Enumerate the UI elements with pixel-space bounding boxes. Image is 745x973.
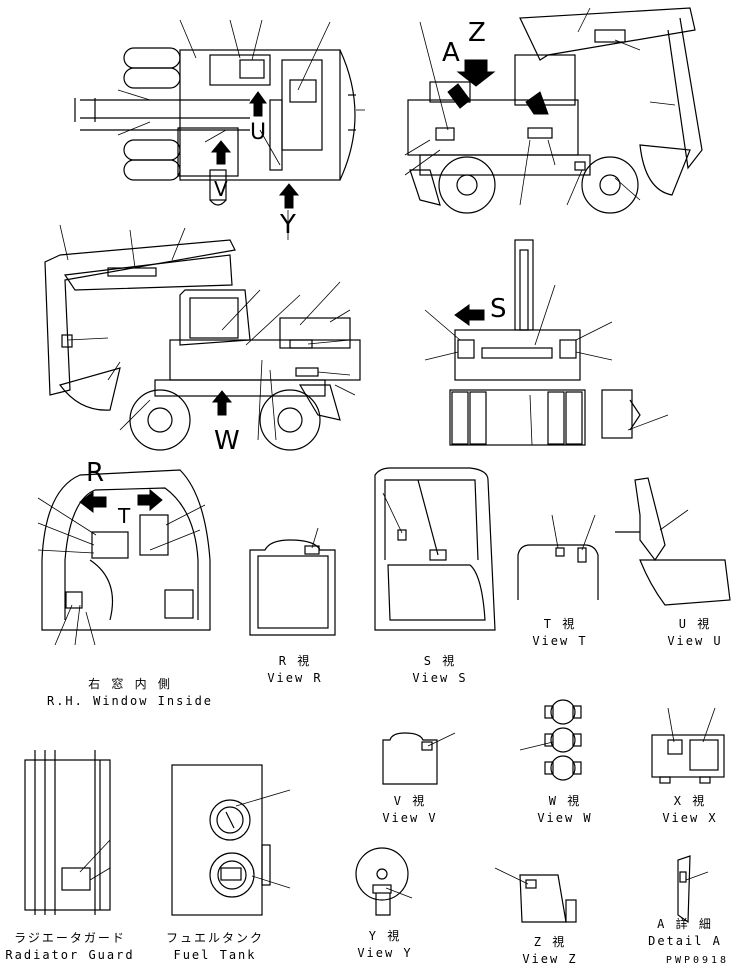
drawing-code: PWP0918 bbox=[665, 955, 730, 966]
caption-view-u-jp: U 視 bbox=[678, 617, 712, 631]
rh-window-inside-drawing bbox=[37, 469, 211, 646]
caption-view-w-en: View W bbox=[537, 811, 593, 825]
caption-view-z-en: View Z bbox=[522, 952, 578, 966]
arrow-label-t: T bbox=[118, 504, 131, 528]
caption-view-x-jp: X 視 bbox=[673, 794, 707, 808]
caption-fuel-tank-jp: フュエルタンク bbox=[165, 931, 264, 945]
caption-view-u-en: View U bbox=[667, 634, 723, 648]
caption-radiator-jp: ラジエータガード bbox=[14, 931, 126, 945]
view-x-drawing bbox=[651, 707, 725, 784]
arrow-label-y: Y bbox=[280, 210, 296, 240]
caption-view-v-jp: V 視 bbox=[393, 794, 427, 808]
arrow-label-z: Z bbox=[468, 18, 486, 48]
caption-detail-a-jp: A 詳 細 bbox=[657, 917, 713, 931]
view-u-drawing bbox=[615, 477, 731, 606]
caption-fuel-tank-en: Fuel Tank bbox=[173, 948, 257, 962]
caption-rh-window-jp: 右 窓 内 側 bbox=[88, 677, 172, 691]
side-view-right-machine bbox=[404, 7, 703, 214]
arrow-label-a: A bbox=[442, 38, 460, 68]
view-v-drawing bbox=[382, 732, 456, 785]
caption-view-y-en: View Y bbox=[357, 946, 413, 960]
caption-radiator-en: Radiator Guard bbox=[5, 948, 135, 962]
arrow-label-s: S bbox=[490, 294, 507, 324]
caption-view-t-jp: T 視 bbox=[543, 617, 577, 631]
top-view-machine bbox=[74, 19, 365, 240]
view-z-drawing bbox=[494, 867, 577, 923]
view-s-drawing bbox=[374, 467, 496, 631]
caption-view-s-jp: S 視 bbox=[423, 654, 457, 668]
caption-view-w-jp: W 視 bbox=[548, 794, 582, 808]
radiator-guard-drawing bbox=[24, 750, 111, 915]
detail-a-drawing bbox=[677, 855, 709, 924]
view-t-drawing bbox=[517, 514, 599, 600]
view-w-drawing bbox=[519, 699, 582, 781]
caption-view-r-jp: R 視 bbox=[278, 654, 312, 668]
caption-detail-a-en: Detail A bbox=[648, 934, 722, 948]
fuel-tank-drawing bbox=[171, 764, 291, 916]
caption-rh-window-en: R.H. Window Inside bbox=[46, 694, 214, 708]
side-view-left-machine bbox=[44, 224, 361, 451]
caption-view-x-en: View X bbox=[662, 811, 718, 825]
caption-view-v-en: View V bbox=[382, 811, 438, 825]
caption-view-z-jp: Z 視 bbox=[533, 935, 567, 949]
arrow-label-r: R bbox=[86, 458, 105, 488]
view-r-drawing bbox=[249, 527, 336, 636]
caption-view-t-en: View T bbox=[532, 634, 588, 648]
caption-view-y-jp: Y 視 bbox=[368, 929, 402, 943]
arrow-label-w: W bbox=[214, 426, 240, 456]
arrow-label-u: U bbox=[250, 120, 267, 145]
caption-view-r-en: View R bbox=[267, 671, 323, 685]
rear-view-machine bbox=[424, 239, 669, 446]
arrow-label-v: V bbox=[214, 177, 228, 201]
caption-view-s-en: View S bbox=[412, 671, 468, 685]
view-y-drawing bbox=[355, 847, 413, 916]
